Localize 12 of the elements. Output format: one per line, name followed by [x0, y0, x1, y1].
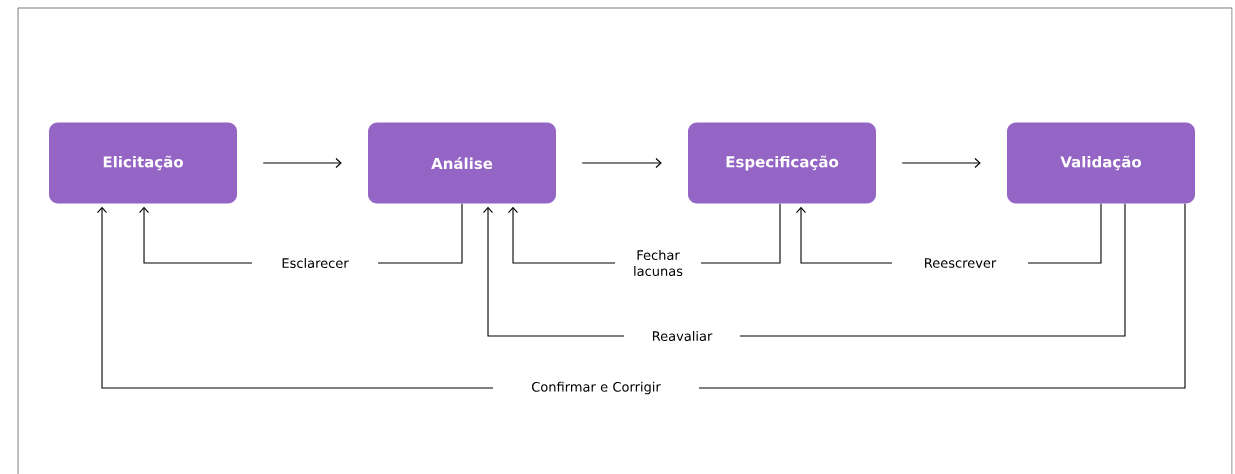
arrow [581, 157, 662, 169]
arrow [901, 157, 981, 169]
edge-label: Esclarecer [252, 254, 378, 271]
process-box: Validação [1007, 122, 1195, 204]
edge-label: Reavaliar [624, 327, 740, 344]
arrow [262, 157, 342, 169]
edge-label: Reescrever [892, 255, 1028, 271]
process-box: Especificação [688, 122, 876, 204]
process-box: Análise [368, 122, 556, 204]
edge-label: Fechar lacunas [615, 246, 701, 279]
edge-label: Confirmar e Corrigir [493, 378, 699, 398]
process-box: Elicitação [49, 122, 237, 204]
